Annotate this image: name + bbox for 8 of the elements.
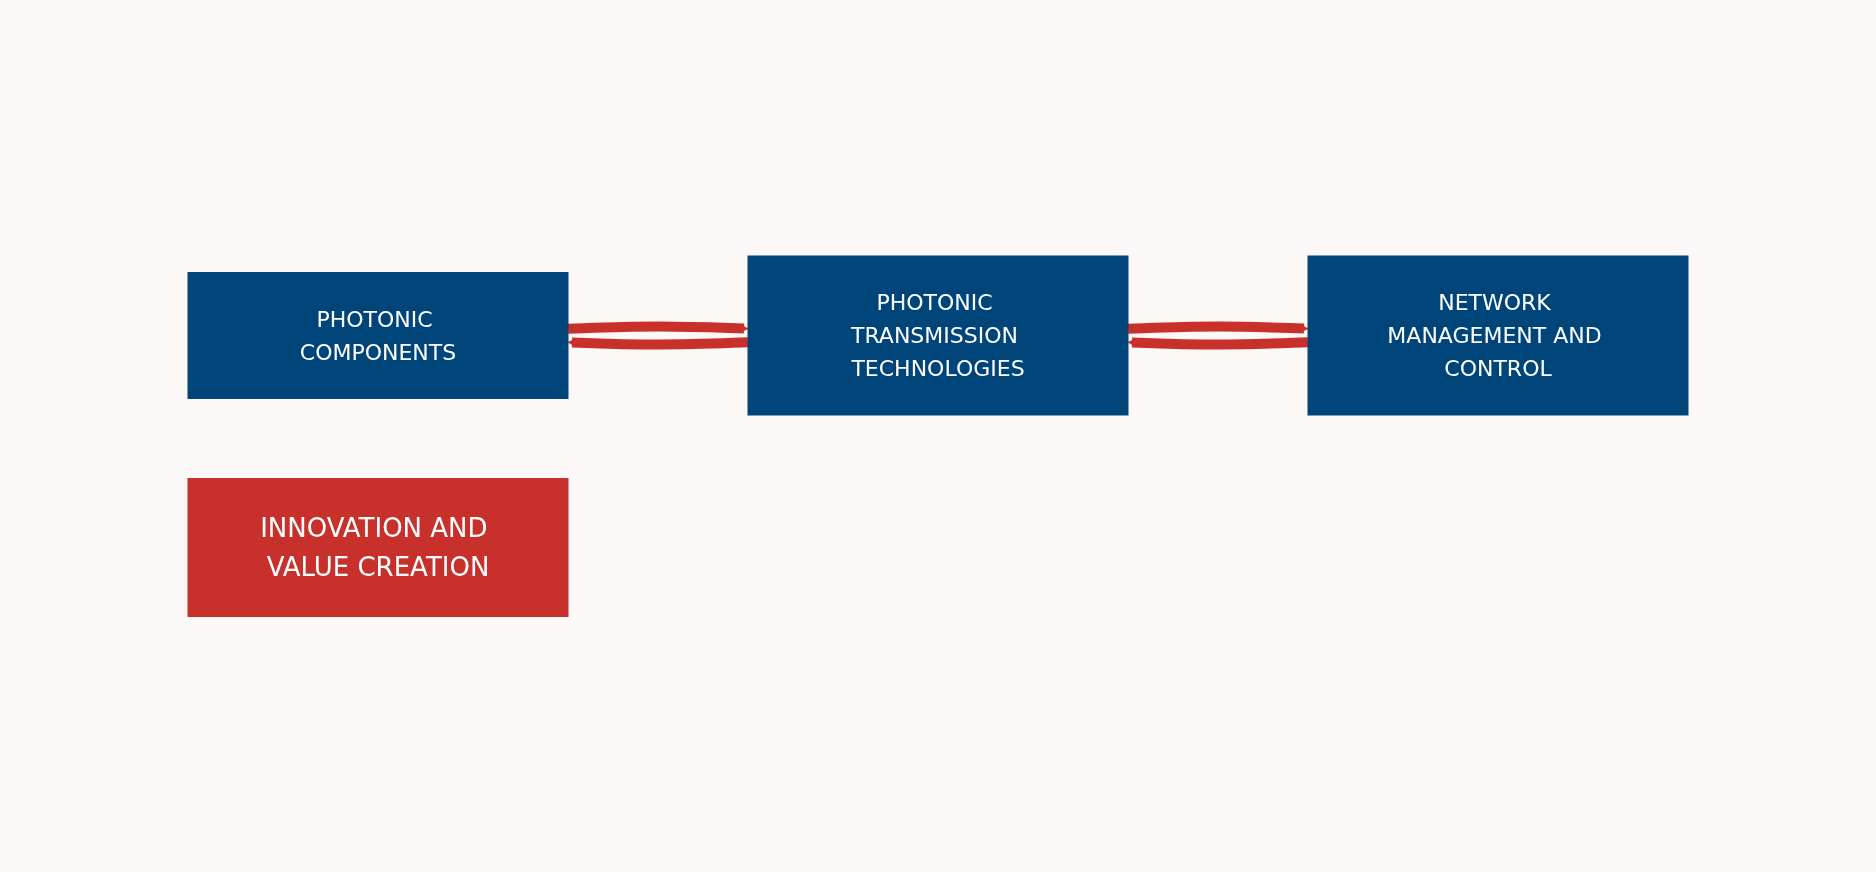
arrow [1127, 321, 1309, 334]
node-box: PHOTONIC TRANSMISSION TECHNOLOGIES [747, 255, 1129, 416]
arrow [567, 321, 749, 334]
node-box: PHOTONIC COMPONENTS [187, 271, 569, 399]
node-box: NETWORK MANAGEMENT AND CONTROL [1307, 255, 1689, 416]
arrow [567, 337, 749, 350]
node-box: INNOVATION AND VALUE CREATION [187, 477, 569, 617]
arrow [1127, 337, 1309, 350]
